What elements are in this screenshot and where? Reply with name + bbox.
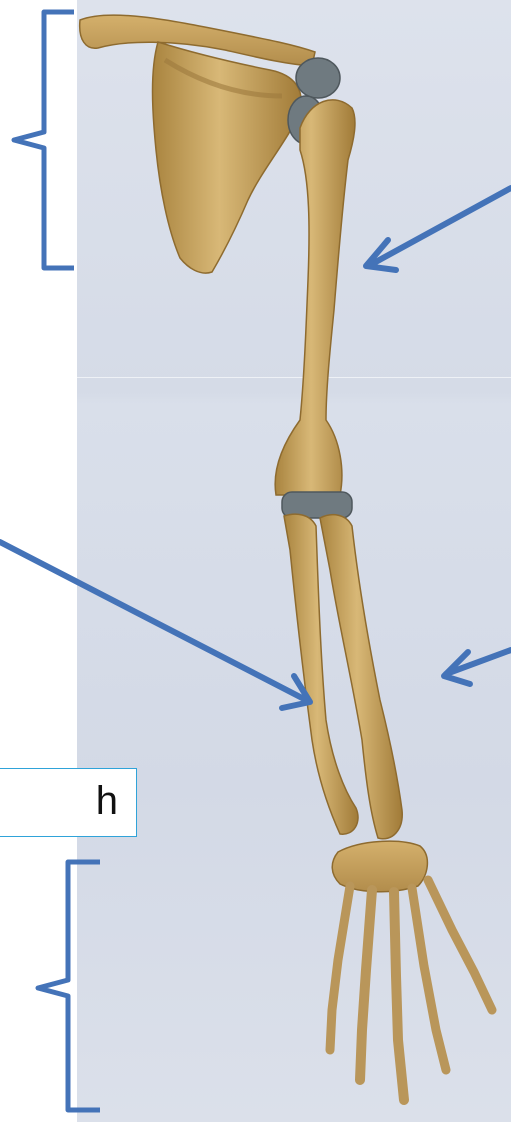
pointer-arrows [0, 188, 511, 708]
humerus-bone [275, 100, 355, 495]
finger-bones [330, 880, 492, 1100]
ulna-pointer [0, 542, 306, 700]
scapula-bone [153, 42, 302, 273]
term-label-box: h [0, 768, 137, 837]
humerus-pointer [372, 188, 511, 264]
shoulder-girdle-bracket [14, 12, 74, 268]
brackets [14, 12, 100, 1110]
humeral-head-cartilage [296, 58, 340, 98]
term-label-text: h [96, 777, 118, 825]
hand-bracket [38, 862, 100, 1110]
